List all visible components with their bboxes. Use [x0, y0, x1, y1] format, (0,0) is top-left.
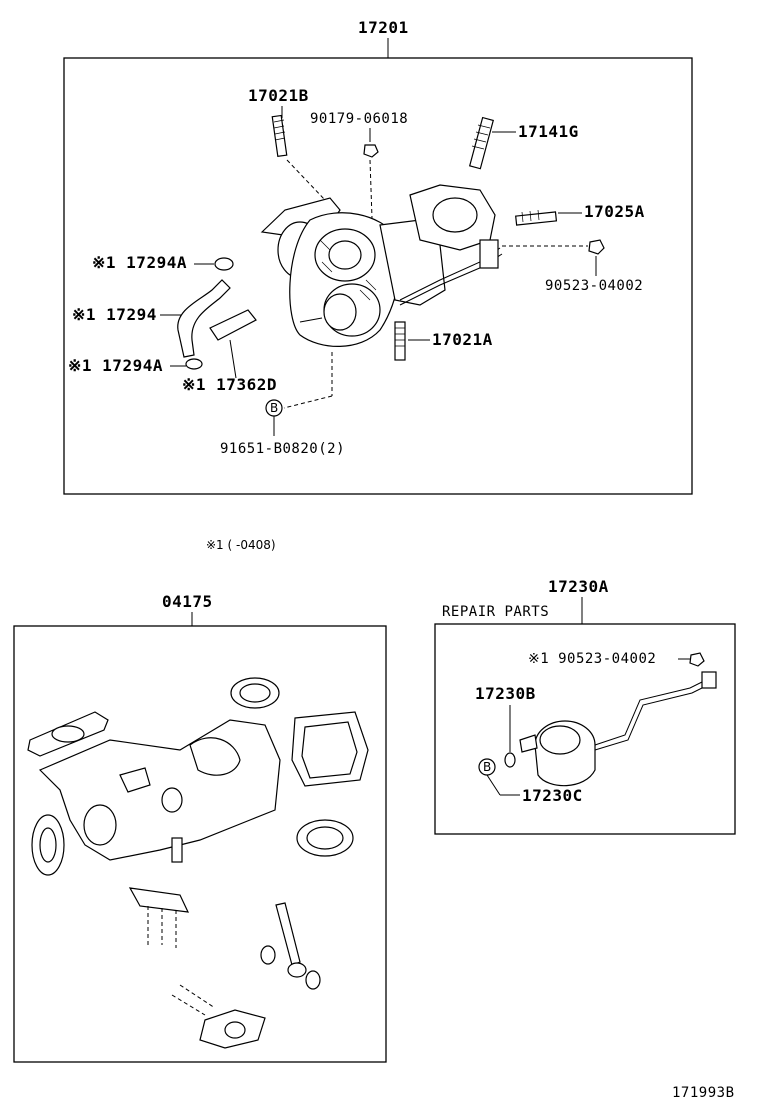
- nut-90523-icon: [588, 239, 605, 255]
- assembly-04175-frame: [13, 625, 387, 1063]
- leader-17362D: [229, 339, 237, 379]
- label-90179-06018: 90179-06018: [310, 111, 408, 127]
- assembly-17230A-label: 17230A: [548, 577, 609, 596]
- nut-90523-repair-icon: [689, 652, 705, 667]
- hose-17294-icon: [177, 279, 231, 358]
- clip-17294A-top-icon: [214, 257, 234, 271]
- assembly-17201-frame: [63, 57, 693, 495]
- label-17362D: ※1 17362D: [182, 375, 277, 394]
- stud-17021B: [271, 114, 288, 158]
- label-17294A-top: ※1 17294A: [92, 253, 187, 272]
- dash-b-marker-h: [283, 395, 333, 409]
- dash-90179: [369, 159, 373, 219]
- clip-17294A-bottom-icon: [185, 358, 203, 370]
- assembly-17201-label: 17201: [358, 18, 409, 37]
- leader-17230C-a: [486, 774, 501, 796]
- manifold-illustration: [27, 677, 369, 1049]
- assembly-04175-label: 04175: [162, 592, 213, 611]
- label-90523-04002: 90523-04002: [545, 278, 643, 294]
- repair-parts-label: REPAIR PARTS: [442, 604, 549, 620]
- label-17141G: 17141G: [518, 122, 579, 141]
- actuator-17230A-illustration: [519, 671, 717, 787]
- label-17294: ※1 17294: [72, 305, 157, 324]
- dash-17021B: [286, 159, 326, 201]
- label-90523-04002-repair: ※1 90523-04002: [528, 651, 656, 667]
- label-17021B: 17021B: [248, 86, 309, 105]
- label-17230B: 17230B: [475, 684, 536, 703]
- b-marker-repair-text: B: [483, 760, 491, 774]
- stud-17021A: [394, 321, 406, 361]
- label-17021A: 17021A: [432, 330, 493, 349]
- stud-17141G: [468, 116, 495, 170]
- figure-id: 171993B: [672, 1085, 735, 1101]
- stud-17025A: [515, 209, 558, 226]
- label-17230C: 17230C: [522, 786, 583, 805]
- label-17025A: 17025A: [584, 202, 645, 221]
- label-17294A-bottom: ※1 17294A: [68, 356, 163, 375]
- assembly-17230A-frame: [434, 623, 736, 835]
- clip-17230B-icon: [504, 752, 516, 768]
- nut-90179-icon: [363, 144, 379, 158]
- b-marker-text: B: [270, 401, 278, 415]
- turbocharger-illustration: [260, 184, 503, 347]
- footnote: ※1 ( -0408): [206, 538, 276, 552]
- hose-17362D-icon: [209, 309, 257, 341]
- label-91651-B0820: 91651-B0820(2): [220, 441, 345, 457]
